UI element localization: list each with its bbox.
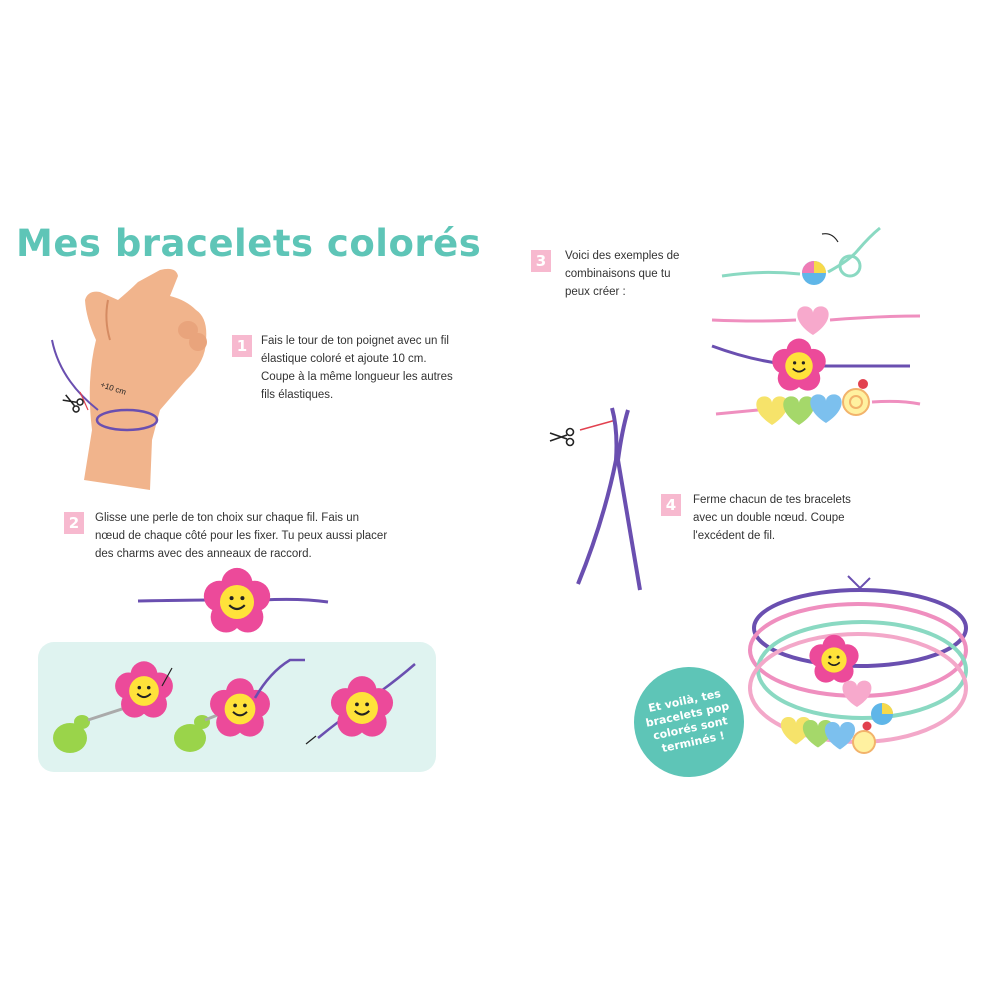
step-3-number: 3 [531,250,551,272]
hand-illustration [51,268,207,490]
step-2-text: Glisse une perle de ton choix sur chaque… [95,512,388,560]
bracelet-examples [711,226,921,425]
step-1-number: 1 [232,335,252,357]
step-4-number: 4 [661,494,681,516]
charm-sequence [53,658,416,753]
finished-bracelets [748,575,968,754]
step-3-text: Voici des exemples de combinaisons que t… [565,250,680,298]
scissors-icon [549,427,575,447]
step-1-text: Fais le tour de ton poignet avec un fil … [261,335,453,401]
scissors-icon [62,394,84,413]
badge-text: Et voilà, tes bracelets pop colorés sont… [644,686,731,756]
step-4-text: Ferme chacun de tes bracelets avec un do… [693,494,851,542]
page-title: Mes bracelets colorés [16,222,482,265]
step-2-number: 2 [64,512,84,534]
